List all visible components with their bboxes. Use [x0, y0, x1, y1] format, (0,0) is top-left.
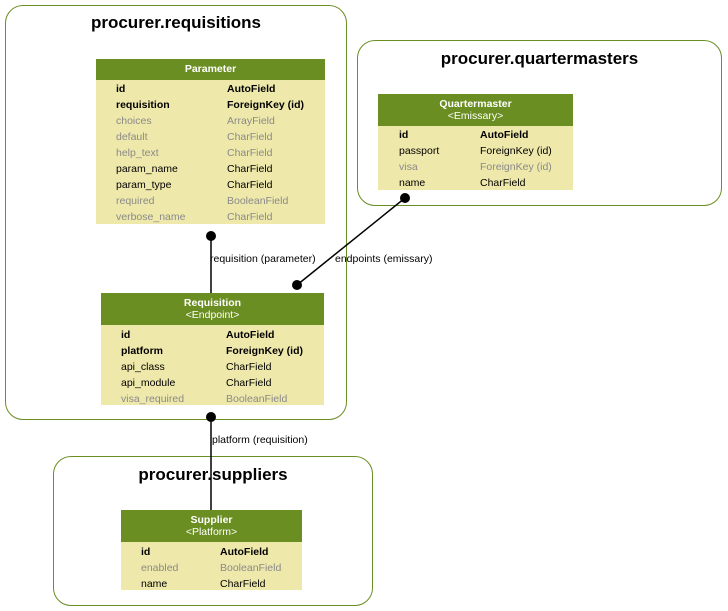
field-type: BooleanField: [227, 195, 289, 207]
field-row: visa ForeignKey (id): [378, 159, 573, 175]
field-row: verbose_name CharField: [96, 209, 325, 225]
field-type: ForeignKey (id): [226, 345, 304, 357]
field-row: param_type CharField: [96, 177, 325, 193]
field-type: ArrayField: [227, 115, 275, 127]
field-name: enabled: [141, 562, 179, 574]
model-header: Quartermaster <Emissary>: [378, 94, 573, 126]
edge-label-requisition-supplier: platform (requisition): [212, 434, 308, 446]
field-row: id AutoField: [96, 81, 325, 97]
field-type: AutoField: [480, 129, 529, 141]
field-row: platform ForeignKey (id): [101, 343, 324, 359]
field-row: visa_required BooleanField: [101, 391, 324, 407]
field-list: id AutoField platform ForeignKey (id) api_cl…: [101, 325, 324, 407]
field-name: default: [116, 131, 148, 143]
field-type: CharField: [226, 377, 272, 389]
field-type: CharField: [227, 163, 273, 175]
field-name: required: [116, 195, 155, 207]
model-subtitle: <Emissary>: [447, 110, 504, 122]
field-name: visa: [399, 161, 418, 173]
field-type: BooleanField: [220, 562, 282, 574]
field-type: CharField: [227, 211, 273, 223]
field-name: verbose_name: [116, 211, 186, 223]
edge-endpoint-dot: [206, 231, 216, 241]
field-row: choices ArrayField: [96, 113, 325, 129]
field-row: param_name CharField: [96, 161, 325, 177]
field-name: param_type: [116, 179, 172, 191]
field-name: platform: [121, 345, 163, 357]
model-quartermaster: Quartermaster <Emissary> id AutoField pass…: [378, 94, 573, 190]
edge-endpoint-dot: [400, 193, 410, 203]
field-row: requisition ForeignKey (id): [96, 97, 325, 113]
field-row: name CharField: [121, 576, 302, 592]
edge-requisition-quartermaster: [296, 197, 406, 286]
model-title: Supplier: [190, 514, 233, 526]
model-header: Supplier <Platform>: [121, 510, 302, 542]
cluster-title: procurer.suppliers: [138, 465, 288, 484]
field-type: CharField: [226, 361, 272, 373]
field-name: api_module: [121, 377, 176, 389]
field-name: param_name: [116, 163, 178, 175]
field-name: id: [399, 129, 409, 141]
edge-label-requisition-quartermaster: endpoints (emissary): [335, 253, 433, 265]
field-row: id AutoField: [101, 327, 324, 343]
model-title: Parameter: [184, 63, 237, 75]
field-name: api_class: [121, 361, 165, 373]
model-subtitle: <Endpoint>: [185, 309, 240, 321]
field-name: id: [121, 329, 131, 341]
field-type: AutoField: [226, 329, 275, 341]
field-row: default CharField: [96, 129, 325, 145]
model-header: Requisition <Endpoint>: [101, 293, 324, 325]
field-name: choices: [116, 115, 152, 127]
field-type: ForeignKey (id): [480, 161, 552, 173]
model-supplier: Supplier <Platform> id AutoField enabled Bo…: [121, 510, 302, 590]
field-type: AutoField: [227, 83, 276, 95]
field-type: BooleanField: [226, 393, 288, 405]
field-row: api_class CharField: [101, 359, 324, 375]
field-name: passport: [399, 145, 440, 157]
cluster-title: procurer.quartermasters: [440, 49, 639, 68]
field-row: passport ForeignKey (id): [378, 143, 573, 159]
field-name: help_text: [116, 147, 159, 159]
field-name: name: [141, 578, 168, 590]
field-type: CharField: [227, 131, 273, 143]
model-title: Requisition: [183, 297, 242, 309]
field-type: CharField: [220, 578, 266, 590]
model-title: Quartermaster: [439, 98, 512, 110]
field-type: ForeignKey (id): [480, 145, 552, 157]
field-row: id AutoField: [121, 544, 302, 560]
field-row: enabled BooleanField: [121, 560, 302, 576]
cluster-title: procurer.requisitions: [90, 13, 262, 32]
field-type: CharField: [227, 179, 273, 191]
model-requisition: Requisition <Endpoint> id AutoField platfo…: [101, 293, 324, 405]
field-name: id: [141, 546, 151, 558]
field-name: requisition: [116, 99, 170, 111]
field-name: id: [116, 83, 126, 95]
field-row: id AutoField: [378, 127, 573, 143]
field-type: CharField: [480, 177, 526, 189]
edge-label-parameter-requisition: requisition (parameter): [210, 253, 316, 265]
edge-endpoint-dot: [206, 412, 216, 422]
field-name: visa_required: [121, 393, 185, 405]
field-type: AutoField: [220, 546, 269, 558]
field-row: name CharField: [378, 175, 573, 191]
field-list: id AutoField requisition ForeignKey (id) cho…: [96, 80, 325, 225]
field-row: api_module CharField: [101, 375, 324, 391]
field-name: name: [399, 177, 426, 189]
model-subtitle: <Platform>: [185, 526, 238, 538]
edge-endpoint-dot: [292, 280, 302, 290]
model-parameter: Parameter id AutoField requisition ForeignK…: [96, 59, 325, 224]
model-header: Parameter: [96, 59, 325, 80]
field-type: CharField: [227, 147, 273, 159]
field-type: ForeignKey (id): [227, 99, 305, 111]
field-list: id AutoField enabled BooleanField name CharFi…: [121, 542, 302, 592]
field-row: required BooleanField: [96, 193, 325, 209]
field-row: help_text CharField: [96, 145, 325, 161]
